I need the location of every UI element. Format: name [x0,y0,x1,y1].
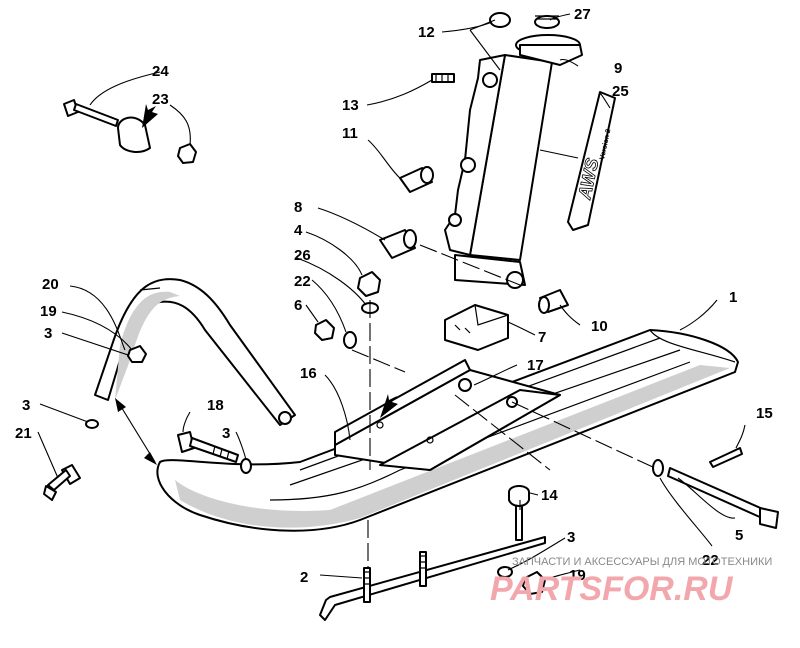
nut-small [314,319,335,341]
wear-bar [319,499,546,621]
decal-nut [177,143,197,164]
arrow-indicator-small-icon [142,104,158,128]
spacer [508,485,530,507]
callout-3-left: 3 [22,397,30,414]
spindle-housing [444,34,583,289]
callout-27: 27 [574,6,591,23]
ski-saddle [334,359,561,471]
callout-21: 21 [15,425,32,442]
callout-12: 12 [418,24,435,41]
bolt-long [177,431,239,463]
decal-aws: AWS Version 2 [567,91,616,231]
cotter-pin [709,447,743,468]
watermark-brand: PARTSFOR.RU [490,570,734,608]
callout-9: 9 [614,60,622,77]
callout-11: 11 [342,125,358,142]
callout-1: 1 [729,289,737,306]
washer-bolt [240,458,252,474]
washer-right [652,459,664,477]
pivot-bolt [667,467,779,529]
callout-17: 17 [527,357,544,374]
wear-bar-nut [522,571,546,595]
callout-19-handle: 19 [40,303,57,320]
callout-10: 10 [591,318,608,335]
spindle-stopper [444,304,509,351]
bushing-upper [399,166,434,193]
callout-16: 16 [300,365,317,382]
callout-2: 2 [300,569,308,586]
arrow-indicator-icon [380,394,398,418]
callout-3-handle: 3 [44,325,52,342]
lock-nut [357,271,381,297]
grease-fitting [431,73,455,83]
callout-3-lower: 3 [567,529,575,546]
callout-18: 18 [207,397,224,414]
callout-24: 24 [152,63,169,80]
bushing-lower [379,229,417,259]
handle-nut [127,345,147,363]
callout-4: 4 [294,222,303,239]
callout-22-right: 22 [702,552,719,569]
callout-22-left: 22 [294,273,311,290]
callout-14: 14 [541,487,558,504]
callout-25: 25 [612,83,629,100]
callout-19-lower: 19 [569,567,586,584]
callout-13: 13 [342,97,359,114]
callout-15: 15 [756,405,773,422]
callout-26: 26 [294,247,311,264]
handle-bolt [43,464,81,501]
washer-handle [85,419,99,429]
decal-clip [117,104,158,153]
ski-loop-handle [94,278,296,426]
callout-20: 20 [42,276,59,293]
decal-text: AWS [574,157,602,202]
washer-left [343,331,357,349]
callout-7: 7 [538,329,546,346]
callout-6: 6 [294,297,302,314]
callout-8: 8 [294,199,302,216]
callout-5: 5 [735,527,743,544]
callout-3-bolt: 3 [222,425,230,442]
spindle-cap [489,12,511,28]
decal-bolt [63,99,119,127]
watermark-tagline: ЗАПЧАСТИ И АКСЕССУАРЫ ДЛЯ МОТОТЕХНИКИ [512,556,772,568]
callout-23: 23 [152,91,169,108]
